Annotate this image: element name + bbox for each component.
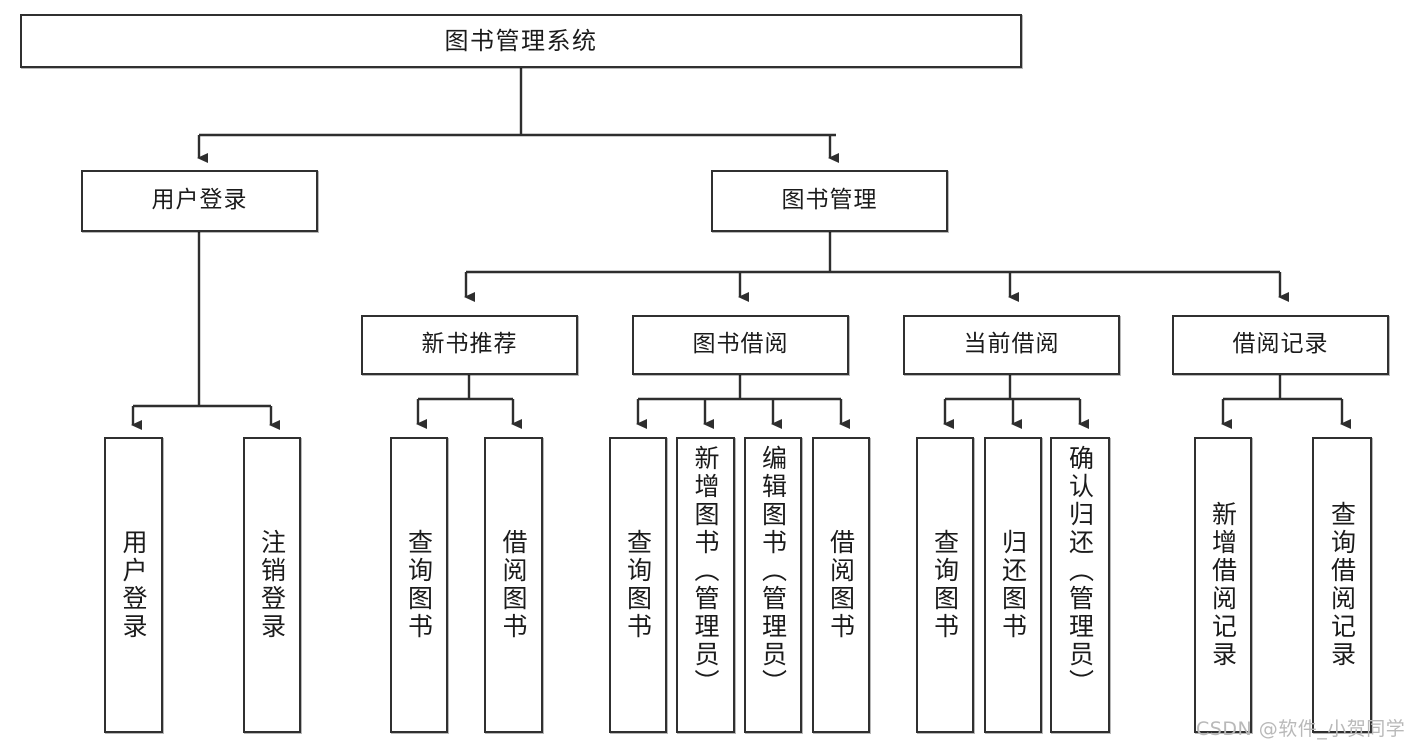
node-new-book-recommendation[interactable]: 新书推荐 [361, 315, 578, 375]
node-label: 编辑图书（管理员） [758, 445, 788, 697]
node-label: 查询图书 [930, 529, 960, 641]
node-label: 用户登录 [119, 529, 148, 641]
node-label: 新增图书（管理员） [691, 445, 720, 697]
node-label: 当前借阅 [963, 331, 1060, 358]
node-label: 注销登录 [257, 529, 287, 641]
node-borrowing-records[interactable]: 借阅记录 [1172, 315, 1389, 375]
leaf-return-books[interactable]: 归还图书 [984, 437, 1042, 733]
node-current-borrowing[interactable]: 当前借阅 [903, 315, 1120, 375]
leaf-logout[interactable]: 注销登录 [243, 437, 301, 733]
node-label: 借阅图书 [499, 529, 528, 641]
node-root-book-management-system[interactable]: 图书管理系统 [20, 14, 1022, 68]
leaf-add-borrowing-record[interactable]: 新增借阅记录 [1194, 437, 1252, 733]
leaf-borrow-books-borrowing[interactable]: 借阅图书 [812, 437, 870, 733]
csdn-watermark: CSDN @软件_小贺同学 [1196, 718, 1405, 740]
node-label: 新增借阅记录 [1208, 501, 1238, 669]
node-label: 查询图书 [623, 529, 653, 641]
node-book-borrowing[interactable]: 图书借阅 [632, 315, 849, 375]
leaf-user-login[interactable]: 用户登录 [104, 437, 163, 733]
leaf-edit-book-admin[interactable]: 编辑图书（管理员） [744, 437, 802, 733]
leaf-confirm-return-admin[interactable]: 确认归还（管理员） [1050, 437, 1110, 733]
node-label: 图书借阅 [692, 331, 789, 358]
leaf-query-books-recommendation[interactable]: 查询图书 [390, 437, 448, 733]
node-label: 查询图书 [404, 529, 434, 641]
node-label: 查询借阅记录 [1327, 501, 1357, 669]
node-label: 确认归还（管理员） [1065, 445, 1095, 697]
node-label: 图书管理 [781, 187, 878, 214]
node-label: 用户登录 [151, 187, 248, 214]
node-user-login[interactable]: 用户登录 [81, 170, 318, 232]
leaf-query-books-current[interactable]: 查询图书 [916, 437, 974, 733]
leaf-add-book-admin[interactable]: 新增图书（管理员） [676, 437, 735, 733]
node-book-management[interactable]: 图书管理 [711, 170, 948, 232]
node-label: 图书管理系统 [444, 26, 598, 55]
leaf-query-borrowing-record[interactable]: 查询借阅记录 [1312, 437, 1372, 733]
node-label: 借阅记录 [1232, 331, 1329, 358]
leaf-borrow-books-recommendation[interactable]: 借阅图书 [484, 437, 543, 733]
node-label: 新书推荐 [421, 331, 518, 358]
node-label: 归还图书 [998, 529, 1028, 641]
leaf-query-books-borrowing[interactable]: 查询图书 [609, 437, 667, 733]
node-label: 借阅图书 [826, 529, 856, 641]
